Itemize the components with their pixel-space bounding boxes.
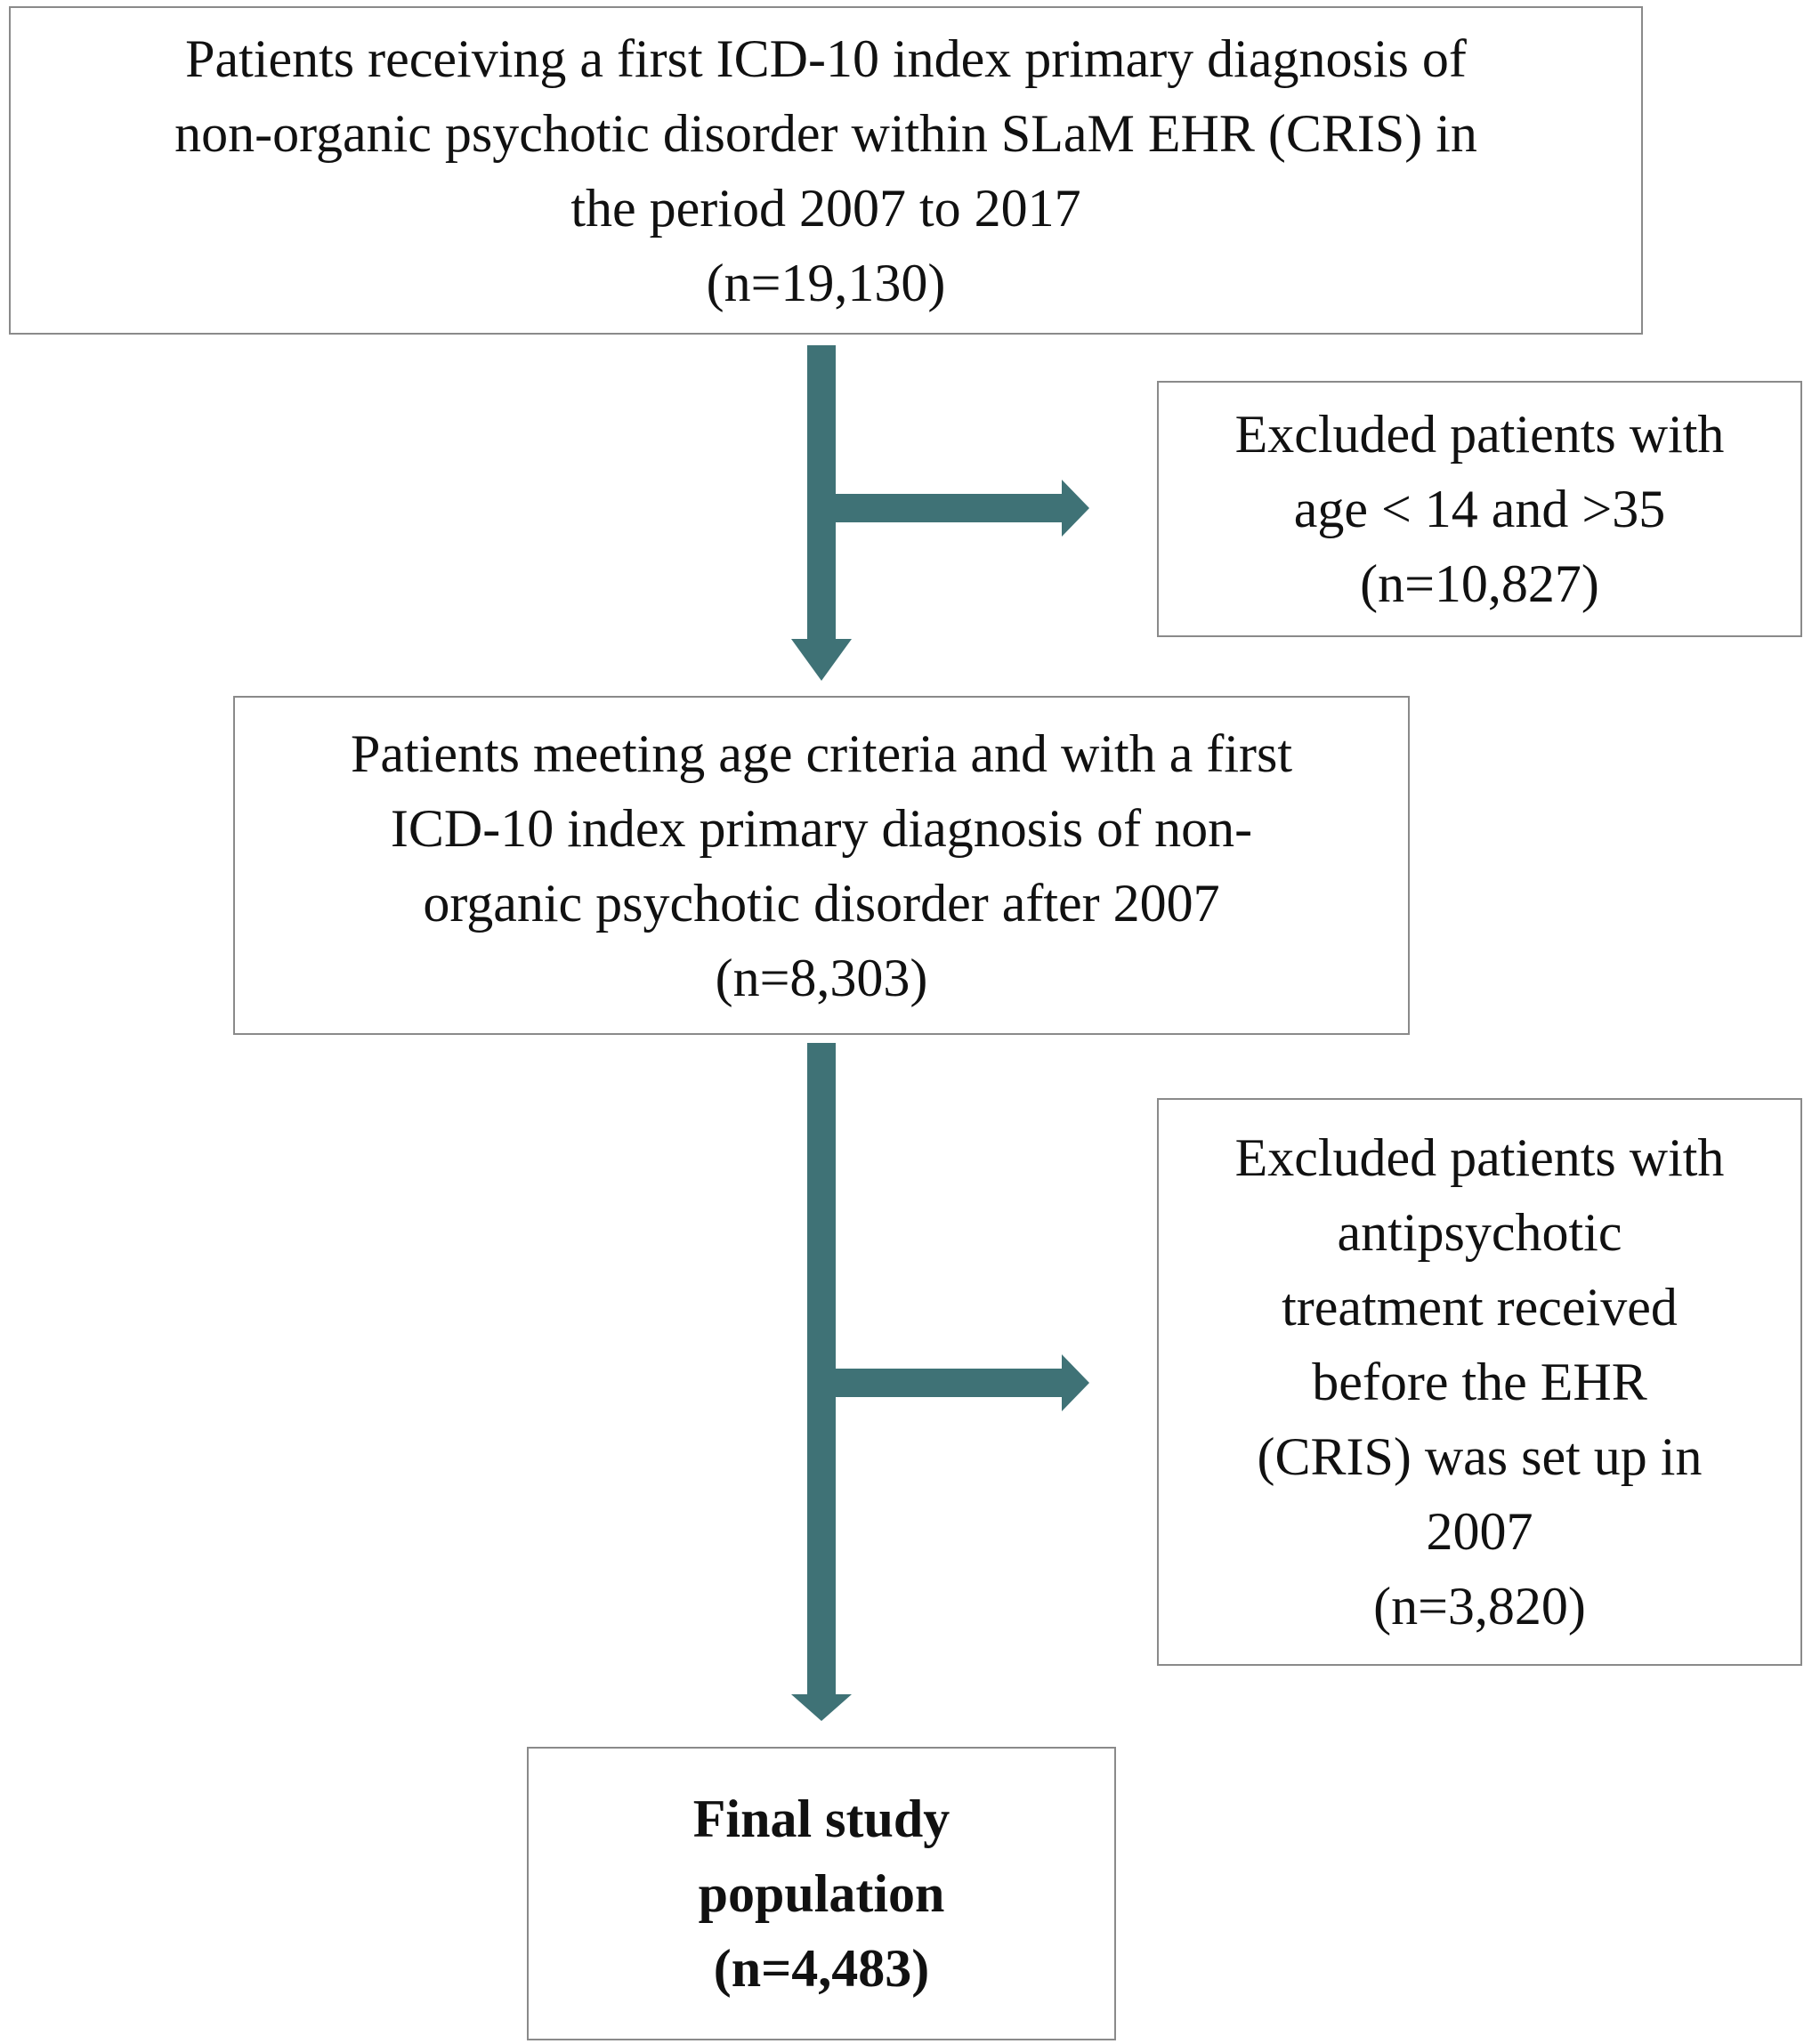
age-eligible-line-1: Patients meeting age criteria and with a… [351, 723, 1292, 783]
initial-cohort-count: (n=19,130) [706, 253, 946, 312]
age-exclusion-box: Excluded patients with age < 14 and >35 … [1157, 381, 1802, 637]
down-arrow-2 [791, 1043, 852, 1721]
antipsychotic-exclusion-line-4: before the EHR [1312, 1353, 1647, 1411]
initial-cohort-box: Patients receiving a first ICD-10 index … [9, 6, 1643, 335]
age-eligible-line-2: ICD-10 index primary diagnosis of non- [390, 798, 1253, 858]
antipsychotic-exclusion-line-2: antipsychotic [1337, 1203, 1622, 1262]
down-arrow-1 [791, 345, 852, 681]
antipsychotic-exclusion-line-1: Excluded patients with [1234, 1128, 1725, 1187]
antipsychotic-exclusion-count: (n=3,820) [1373, 1577, 1586, 1636]
age-eligible-cohort-box: Patients meeting age criteria and with a… [233, 696, 1410, 1035]
antipsychotic-exclusion-line-3: treatment received [1282, 1278, 1678, 1337]
final-population-line-1: Final study [692, 1790, 950, 1848]
branch-arrow-1 [836, 480, 1089, 537]
antipsychotic-exclusion-line-6: 2007 [1426, 1502, 1533, 1561]
age-exclusion-line-1: Excluded patients with [1234, 405, 1725, 464]
branch-arrow-2 [836, 1354, 1089, 1411]
antipsychotic-exclusion-box: Excluded patients with antipsychotic tre… [1157, 1098, 1802, 1666]
age-exclusion-count: (n=10,827) [1360, 554, 1599, 613]
age-exclusion-line-2: age < 14 and >35 [1293, 480, 1666, 538]
final-population-count: (n=4,483) [713, 1939, 930, 1998]
initial-cohort-line-2: non-organic psychotic disorder within SL… [174, 103, 1477, 163]
final-population-line-2: population [698, 1864, 945, 1923]
age-eligible-count: (n=8,303) [715, 948, 928, 1007]
age-eligible-line-3: organic psychotic disorder after 2007 [423, 873, 1220, 933]
final-population-box: Final study population (n=4,483) [527, 1747, 1116, 2040]
initial-cohort-line-3: the period 2007 to 2017 [570, 178, 1081, 238]
initial-cohort-line-1: Patients receiving a first ICD-10 index … [185, 28, 1467, 88]
antipsychotic-exclusion-line-5: (CRIS) was set up in [1257, 1427, 1703, 1486]
